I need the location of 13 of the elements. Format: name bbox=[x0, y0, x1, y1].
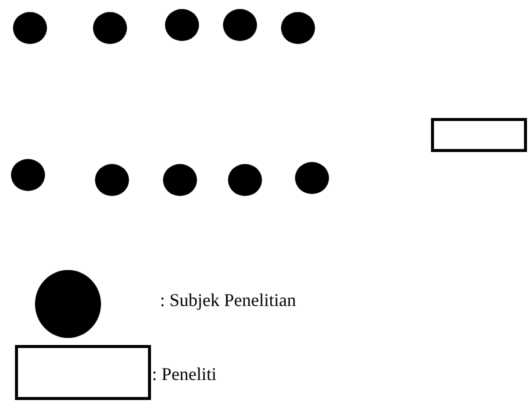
seat-circle bbox=[165, 9, 199, 41]
seat-circle bbox=[95, 164, 129, 196]
seat-circle bbox=[228, 164, 262, 196]
legend-text: : Peneliti bbox=[152, 364, 216, 385]
seat-circle bbox=[295, 162, 329, 194]
seat-circle bbox=[11, 159, 45, 191]
seat-circle bbox=[281, 12, 315, 44]
seat-circle bbox=[93, 12, 127, 44]
legend-text: : Subjek Penelitian bbox=[160, 290, 296, 311]
researcher-box bbox=[431, 118, 527, 152]
seat-circle bbox=[163, 164, 197, 196]
seat-circle bbox=[13, 12, 47, 44]
seat-circle bbox=[223, 9, 257, 41]
